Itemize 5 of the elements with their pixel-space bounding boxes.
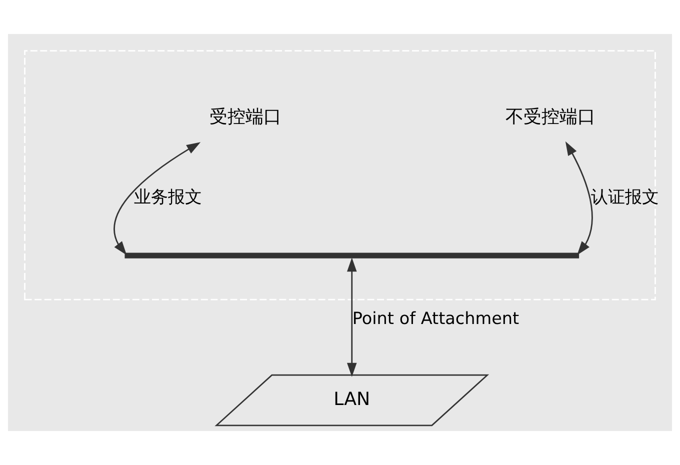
edge-label: Point of Attachment [352,308,520,328]
edge-label: 认证报文 [591,186,660,207]
node-text: 不受控端口 [505,106,596,128]
node-text: 受控端口 [210,106,282,128]
edge-label: 业务报文 [134,186,202,207]
